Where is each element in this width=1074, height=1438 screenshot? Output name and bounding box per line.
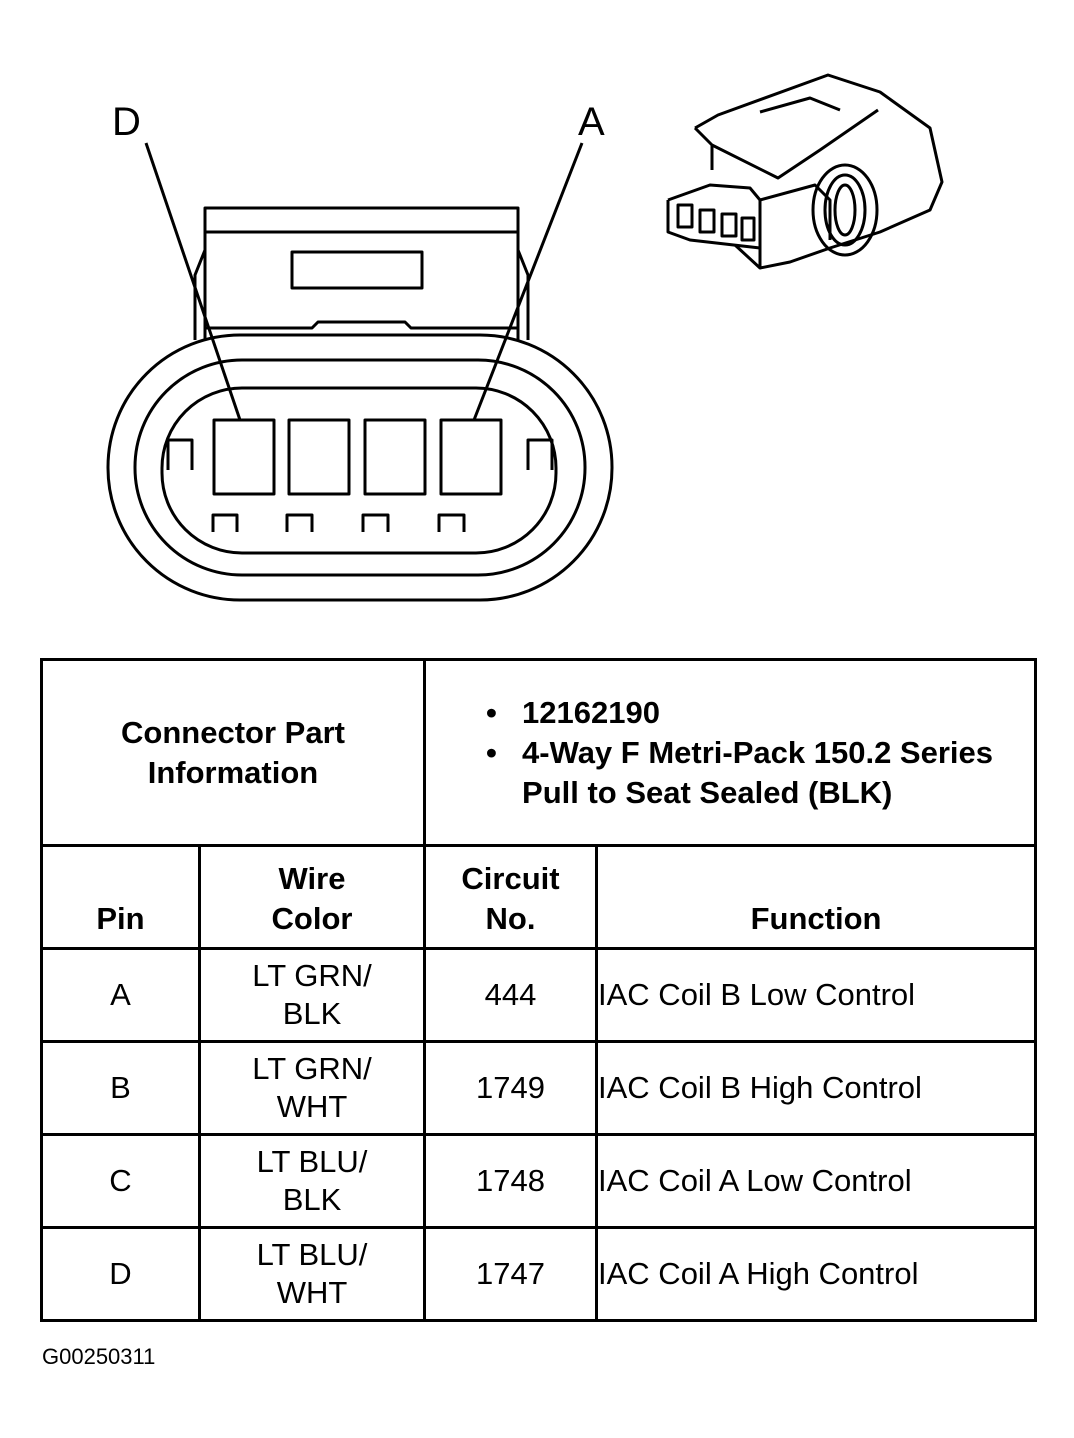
- connector-3d-view: [666, 73, 944, 270]
- wire-color-cell: LT BLU/WHT: [197, 1226, 427, 1322]
- connector-info-heading: Connector Part Information: [39, 658, 427, 847]
- part-number: 12162190: [486, 693, 1034, 733]
- pin-cavity-c: [287, 418, 351, 496]
- function-cell: IAC Coil A Low Control: [595, 1133, 1038, 1229]
- circuit-cell: 1749: [423, 1040, 599, 1136]
- connector-cavity: [160, 386, 558, 555]
- function-cell: IAC Coil B High Control: [595, 1040, 1038, 1136]
- pin-cavity-b: [363, 418, 427, 496]
- circuit-cell: 444: [423, 947, 599, 1043]
- table-row: C LT BLU/BLK 1748 IAC Coil A Low Control: [40, 1133, 1038, 1229]
- pin-cavity-d: [212, 418, 276, 496]
- wire-color-cell: LT GRN/WHT: [197, 1040, 427, 1136]
- latch: [203, 206, 520, 340]
- function-header: Function: [595, 844, 1038, 950]
- circuit-cell: 1748: [423, 1133, 599, 1229]
- leader-line-d: [144, 142, 242, 421]
- circuit-cell: 1747: [423, 1226, 599, 1322]
- table-row: B LT GRN/WHT 1749 IAC Coil B High Contro…: [40, 1040, 1038, 1136]
- connector-diagram: [106, 73, 944, 602]
- connector-outer-shell: [106, 333, 614, 602]
- pin-label-a: A: [578, 100, 605, 144]
- connector-info-row: Connector Part Information 12162190 4-Wa…: [39, 658, 1038, 847]
- leader-line-a: [472, 142, 584, 421]
- pin-cavity-a: [439, 418, 503, 496]
- wire-color-cell: LT BLU/BLK: [197, 1133, 427, 1229]
- pin-cell: A: [40, 947, 201, 1043]
- wire-color-cell: LT GRN/BLK: [197, 947, 427, 1043]
- pin-cell: B: [40, 1040, 201, 1136]
- connector-info-list: 12162190 4-Way F Metri-Pack 150.2 Series…: [486, 693, 1034, 813]
- pin-cell: D: [40, 1226, 201, 1322]
- pinout-table: Connector Part Information 12162190 4-Wa…: [39, 658, 1038, 1322]
- function-cell: IAC Coil A High Control: [595, 1226, 1038, 1322]
- table-row: A LT GRN/BLK 444 IAC Coil B Low Control: [40, 947, 1038, 1043]
- pin-label-d: D: [112, 100, 141, 144]
- figure-code: G00250311: [42, 1344, 156, 1369]
- latch-window: [290, 250, 424, 290]
- pin-header: Pin: [40, 844, 201, 950]
- connector-description: 4-Way F Metri-Pack 150.2 Series Pull to …: [486, 733, 1034, 813]
- connector-inner-shell: [133, 358, 587, 577]
- function-cell: IAC Coil B Low Control: [595, 947, 1038, 1043]
- table-row: D LT BLU/WHT 1747 IAC Coil A High Contro…: [40, 1226, 1038, 1322]
- pin-cell: C: [40, 1133, 201, 1229]
